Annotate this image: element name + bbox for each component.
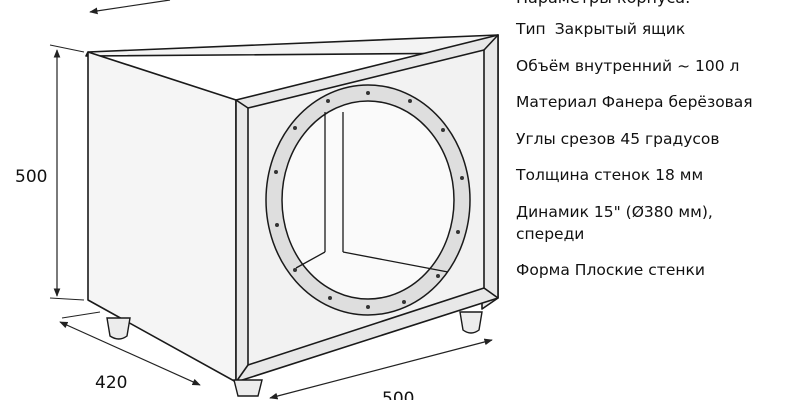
spec-name: Тип <box>516 20 546 38</box>
spec-name: Форма <box>516 260 570 279</box>
spec-value: Фанера берёзовая <box>601 93 753 111</box>
spec-title: Параметры корпуса: <box>516 0 800 8</box>
interior-edge <box>342 251 449 273</box>
dimension-lines <box>49 0 493 400</box>
foot <box>106 317 131 340</box>
spec-value: ~ 100 л <box>677 56 740 75</box>
spec-panel: Параметры корпуса: Тип Закрытый ящик Объё… <box>516 0 800 295</box>
height-dimension-label: 500 <box>15 167 47 187</box>
spec-row-type: Тип Закрытый ящик <box>516 18 800 40</box>
spec-name: Толщина стенок <box>516 166 651 184</box>
interior-edge <box>295 251 326 269</box>
foot <box>233 379 263 397</box>
spec-row-thickness: Толщина стенок 18 мм <box>516 164 800 186</box>
width-dimension-line <box>269 338 493 400</box>
spec-value: 18 мм <box>655 166 704 184</box>
spec-name: Объём внутренний <box>516 56 673 75</box>
spec-row-volume: Объём внутренний ~ 100 л <box>516 55 800 77</box>
spec-row-chamfer: Углы срезов 45 градусов <box>516 128 800 150</box>
mounting-screws <box>274 91 464 309</box>
top-dimension-line <box>89 0 171 15</box>
spec-value: 15" (Ø380 мм), <box>593 202 713 221</box>
spec-value: Закрытый ящик <box>554 20 686 38</box>
spec-row-driver: Динамик 15" (Ø380 мм), спереди <box>516 201 800 245</box>
depth-dimension-label: 420 <box>95 373 127 393</box>
spec-name: Углы срезов <box>516 129 616 148</box>
spec-value-continued: спереди <box>516 224 585 243</box>
width-dimension-label: 500 <box>382 389 414 400</box>
spec-row-material: Материал Фанера берёзовая <box>516 91 800 113</box>
spec-name: Материал <box>516 93 597 111</box>
spec-value: 45 градусов <box>620 129 720 148</box>
depth-dimension-line <box>59 321 201 386</box>
spec-name: Динамик <box>516 202 589 221</box>
spec-value: Плоские стенки <box>574 260 705 279</box>
speaker-opening <box>265 84 471 316</box>
speaker-cabinet-drawing: 500 420 500 <box>15 0 499 400</box>
foot <box>459 311 483 334</box>
speaker-ring-inner <box>281 100 455 300</box>
spec-row-shape: Форма Плоские стенки <box>516 259 800 281</box>
